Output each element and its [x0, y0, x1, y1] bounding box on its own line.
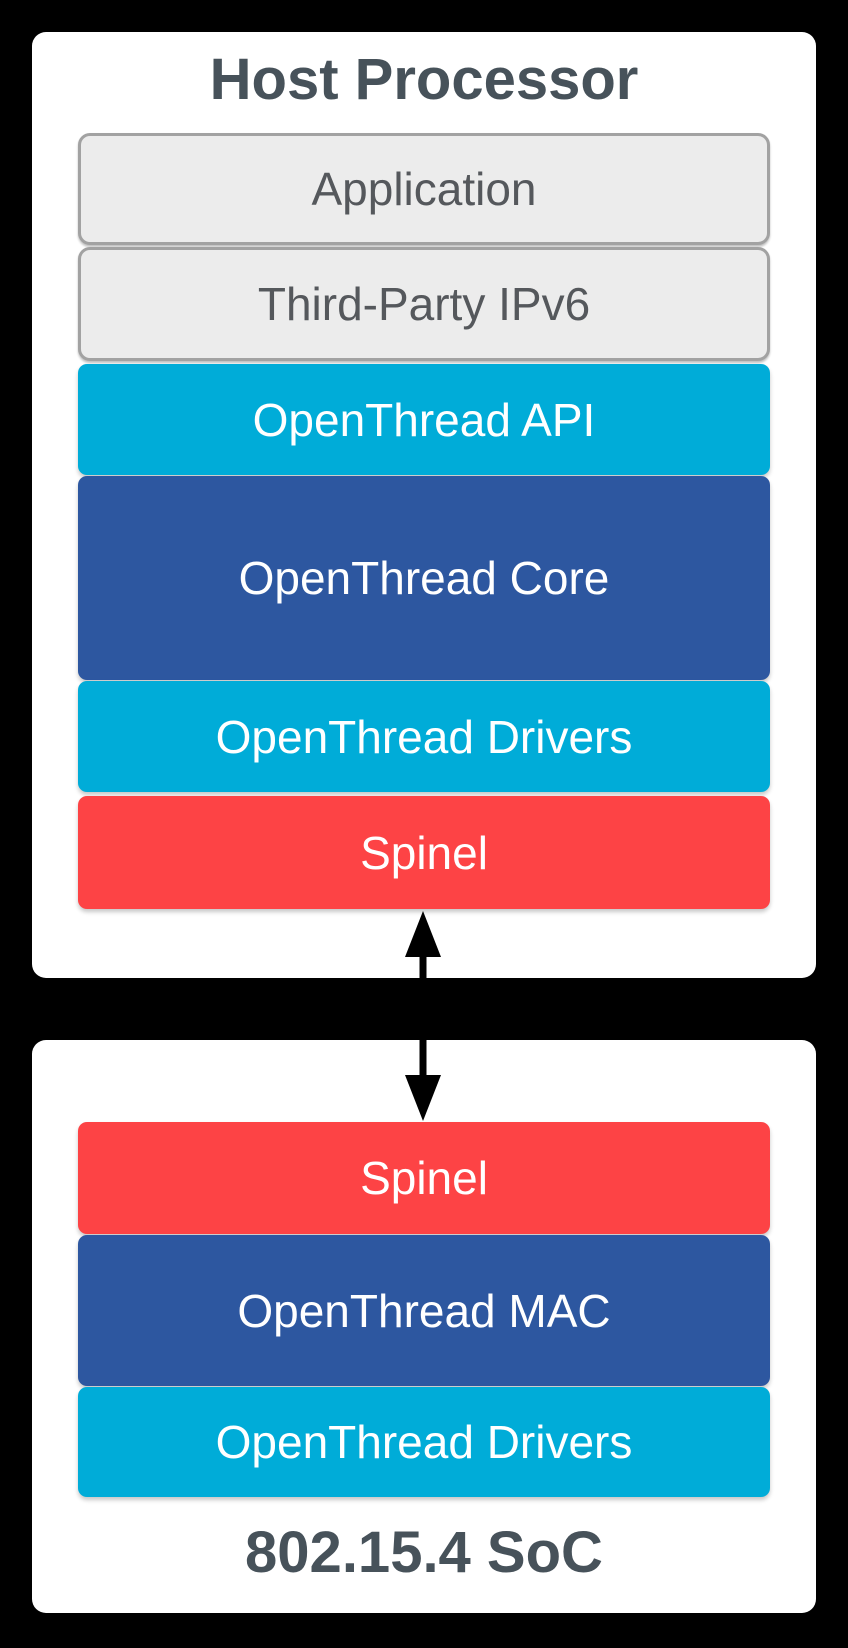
host-panel-title: Host Processor	[209, 47, 639, 112]
layer-application: Application	[78, 133, 770, 245]
layer-openthread-drivers-host: OpenThread Drivers	[78, 681, 770, 792]
layer-third-party-ipv6: Third-Party IPv6	[78, 247, 770, 361]
layer-openthread-core: OpenThread Core	[78, 476, 770, 680]
host-processor-panel: Host Processor Application Third-Party I…	[32, 32, 816, 978]
layer-application-label: Application	[311, 163, 537, 215]
layer-spinel-soc-label: Spinel	[360, 1152, 488, 1204]
layer-openthread-mac: OpenThread MAC	[78, 1235, 770, 1386]
soc-panel: Spinel OpenThread MAC OpenThread Drivers…	[32, 1040, 816, 1613]
layer-openthread-drivers-soc: OpenThread Drivers	[78, 1387, 770, 1497]
arrowhead-up	[405, 911, 441, 957]
bidirectional-arrow-icon	[405, 911, 441, 1121]
layer-openthread-mac-label: OpenThread MAC	[237, 1284, 611, 1337]
layer-third-party-ipv6-label: Third-Party IPv6	[257, 278, 591, 330]
layer-openthread-core-label: OpenThread Core	[238, 552, 610, 604]
layer-openthread-drivers-host-label: OpenThread Drivers	[215, 710, 633, 763]
layer-openthread-api: OpenThread API	[78, 364, 770, 475]
layer-openthread-api-label: OpenThread API	[252, 393, 596, 446]
soc-panel-title: 802.15.4 SoC	[245, 1520, 603, 1585]
layer-openthread-drivers-soc-label: OpenThread Drivers	[215, 1416, 633, 1468]
arrowhead-down	[405, 1075, 441, 1121]
layer-spinel-soc: Spinel	[78, 1122, 770, 1234]
arrow-shaft	[419, 954, 427, 1078]
layer-spinel-host: Spinel	[78, 796, 770, 909]
layer-spinel-host-label: Spinel	[360, 826, 488, 879]
